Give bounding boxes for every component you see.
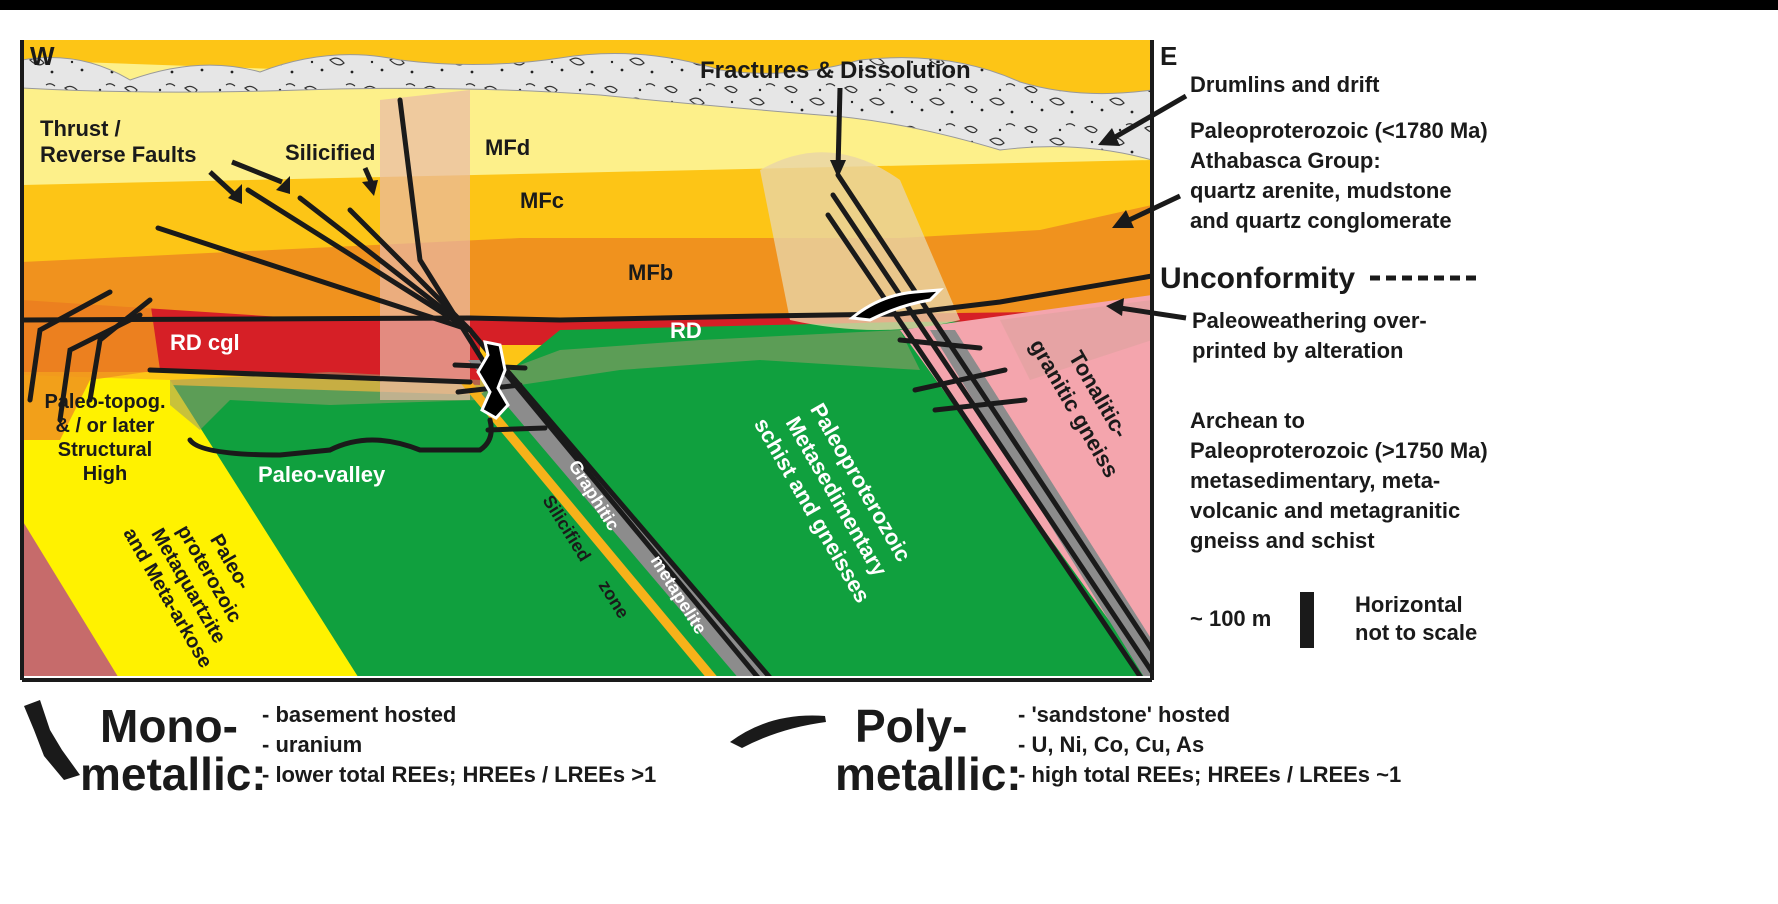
- paleo-valley-outline: [187, 417, 494, 458]
- athabasca-label: Paleoproterozoic (<1780 Ma) Athabasca Gr…: [1190, 118, 1488, 233]
- drumlins-arrowhead: [1098, 128, 1120, 146]
- svg-text:& / or later: & / or later: [56, 415, 155, 437]
- drumlins-label: Drumlins and drift: [1190, 72, 1380, 97]
- svg-text:Athabasca Group:: Athabasca Group:: [1190, 148, 1381, 173]
- rd-label: RD: [670, 318, 702, 343]
- rd-cgl-boundary: [147, 367, 473, 385]
- topog-fault-3: [87, 297, 153, 403]
- svg-text:gneiss and schist: gneiss and schist: [1190, 528, 1375, 553]
- polymetallic-legend-icon: [730, 715, 826, 748]
- svg-text:not to scale: not to scale: [1355, 620, 1477, 645]
- svg-text:Paleoproterozoic (<1780 Ma): Paleoproterozoic (<1780 Ma): [1190, 118, 1488, 143]
- mono-item: - uranium: [262, 732, 362, 757]
- paleoweathering-arrowhead: [1106, 298, 1124, 316]
- drumlins-arrow: [1108, 93, 1188, 143]
- thrust-fault-1: [155, 225, 473, 333]
- svg-text:Paleoweathering over-: Paleoweathering over-: [1192, 308, 1427, 333]
- svg-text:printed by alteration: printed by alteration: [1192, 338, 1403, 363]
- paleoweathering-halo: [1000, 300, 1152, 380]
- poly-list: - 'sandstone' hosted - U, Ni, Co, Cu, As…: [1018, 702, 1401, 787]
- left-basement-wedge: [22, 520, 118, 676]
- archean-label: Archean to Paleoproterozoic (>1750 Ma) m…: [1190, 408, 1488, 553]
- thrust-label-1: Thrust /: [40, 116, 121, 141]
- alteration-halo-basement: [170, 330, 920, 430]
- thrust-arrow-1: [208, 170, 238, 198]
- fracture-3: [825, 212, 1143, 676]
- silicified-arrowhead: [362, 180, 378, 196]
- poly-title-1: Poly-: [855, 700, 967, 752]
- athabasca-arrow: [1123, 193, 1182, 225]
- scale-bar: [1300, 592, 1314, 648]
- svg-text:metasedimentary, meta-: metasedimentary, meta-: [1190, 468, 1440, 493]
- svg-text:Horizontal: Horizontal: [1355, 592, 1463, 617]
- fracture-1: [835, 172, 1152, 653]
- unconformity-label: Unconformity: [1160, 262, 1355, 295]
- paleo-valley-label: Paleo-valley: [258, 462, 386, 487]
- monometallic-legend-icon: [24, 700, 80, 780]
- svg-text:Paleoproterozoic (>1750 Ma): Paleoproterozoic (>1750 Ma): [1190, 438, 1488, 463]
- top-rule: [0, 0, 1778, 10]
- mfb-label: MFb: [628, 260, 673, 285]
- poly-title-2: metallic:: [835, 748, 1022, 800]
- svg-text:High: High: [83, 463, 127, 485]
- cross-fault-6: [485, 425, 548, 433]
- thrust-arrow-2: [231, 159, 283, 185]
- svg-text:Structural: Structural: [58, 439, 152, 461]
- poly-item: - high total REEs; HREEs / LREEs ~1: [1018, 762, 1401, 787]
- fractures-label: Fractures & Dissolution: [700, 57, 971, 84]
- athabasca-arrowhead: [1112, 210, 1134, 228]
- fractures-arrowhead: [830, 160, 846, 178]
- mono-list: - basement hosted - uranium - lower tota…: [262, 702, 656, 787]
- cross-fault-3: [932, 397, 1028, 413]
- silicified-label: Silicified: [285, 140, 375, 165]
- schist-basement: [170, 320, 1152, 676]
- polymetallic-ore-body: [848, 288, 944, 322]
- thrust-fault-3: [297, 195, 473, 333]
- svg-text:and quartz conglomerate: and quartz conglomerate: [1190, 208, 1452, 233]
- alteration-halo-left: [380, 90, 470, 400]
- mono-title-2: metallic:: [80, 748, 267, 800]
- drumlins-and-drift: [22, 53, 1152, 161]
- mono-item: - lower total REEs; HREEs / LREEs >1: [262, 762, 656, 787]
- svg-text:volcanic and metagranitic: volcanic and metagranitic: [1190, 498, 1460, 523]
- topog-fault-1: [27, 289, 113, 403]
- svg-text:quartz arenite, mudstone: quartz arenite, mudstone: [1190, 178, 1452, 203]
- thrust-arrowhead-1: [228, 184, 242, 204]
- graphitic-fault-east: [495, 357, 772, 676]
- topog-label: Paleo-topog. & / or later Structural Hig…: [44, 391, 165, 485]
- thrust-fault-2: [245, 187, 473, 333]
- monometallic-ore-body: [476, 340, 510, 420]
- mfd-label: MFd: [485, 135, 530, 160]
- svg-text:Paleo-topog.: Paleo-topog.: [44, 391, 165, 413]
- svg-text:Archean to: Archean to: [1190, 408, 1305, 433]
- cross-fault-2: [912, 367, 1008, 393]
- fractures-arrow: [835, 87, 843, 171]
- thrust-arrowhead-2: [276, 176, 290, 194]
- thrust-label-2: Reverse Faults: [40, 142, 197, 167]
- east-label: E: [1160, 41, 1177, 71]
- horizontal-scale-note: Horizontal not to scale: [1355, 592, 1477, 645]
- paleoweathering-arrow: [1119, 305, 1187, 321]
- cross-fault-1: [897, 337, 983, 351]
- paleoweathering-label: Paleoweathering over- printed by alterat…: [1192, 308, 1427, 363]
- fracture-2: [830, 192, 1152, 675]
- meta-quartzite: [22, 375, 358, 676]
- silicified-zone-band: [458, 380, 717, 676]
- rd-cgl-label: RD cgl: [170, 330, 240, 355]
- mono-item: - basement hosted: [262, 702, 456, 727]
- poly-item: - 'sandstone' hosted: [1018, 702, 1230, 727]
- unconformity-surface: [22, 273, 1152, 323]
- scale-label: ~ 100 m: [1190, 606, 1271, 631]
- main-fault: [397, 97, 493, 375]
- mono-title-1: Mono-: [100, 700, 238, 752]
- poly-item: - U, Ni, Co, Cu, As: [1018, 732, 1204, 757]
- mfc-label: MFc: [520, 188, 564, 213]
- west-label: W: [30, 41, 55, 71]
- graphitic-fault-west: [467, 327, 760, 676]
- paleo-topog-high: [22, 300, 160, 440]
